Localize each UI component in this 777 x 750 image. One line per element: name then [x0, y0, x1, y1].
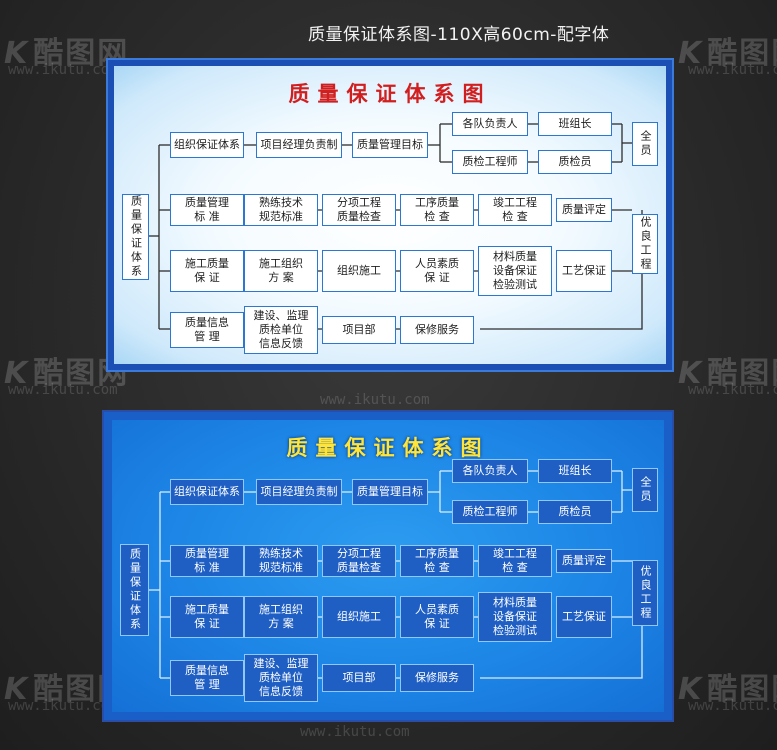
node-organize-construction: 组织施工 [322, 596, 396, 638]
node-excellent-project: 优良工程 [632, 214, 658, 274]
node-full-staff: 全员 [632, 122, 658, 166]
root-box: 质量保证体系 [120, 544, 149, 636]
node-quality-rating: 质量评定 [556, 549, 612, 573]
node-inspector: 质检员 [538, 500, 612, 524]
node-subitem-inspection: 分项工程 质量检查 [322, 545, 396, 577]
node-team-leads: 各队负责人 [452, 112, 528, 136]
board-panel: 质量保证体系图 [114, 66, 666, 364]
watermark-url: www.ikutu.com [688, 382, 777, 398]
node-inspector: 质检员 [538, 150, 612, 174]
node-project-dept: 项目部 [322, 316, 396, 344]
node-feedback: 建设、监理 质检单位 信息反馈 [244, 654, 318, 702]
node-personnel-guarantee: 人员素质 保 证 [400, 250, 474, 292]
root-box: 质量保证体系 [122, 194, 149, 280]
watermark-url: www.ikutu.com [320, 392, 430, 408]
node-group-leader: 班组长 [538, 112, 612, 136]
node-skill-standard: 熟练技术 规范标准 [244, 194, 318, 226]
node-material-testing: 材料质量 设备保证 检验测试 [478, 246, 552, 296]
node-skill-standard: 熟练技术 规范标准 [244, 545, 318, 577]
node-info-management: 质量信息 管 理 [170, 660, 244, 696]
node-team-leads: 各队负责人 [452, 459, 528, 483]
diagram-title: 质量保证体系图 [286, 436, 490, 460]
node-completion-inspection: 竣工工程 检 查 [478, 194, 552, 226]
node-subitem-inspection: 分项工程 质量检查 [322, 194, 396, 226]
node-qm-standard: 质量管理 标 准 [170, 545, 244, 577]
watermark-url: www.ikutu.com [688, 698, 777, 714]
node-process-guarantee: 工艺保证 [556, 596, 612, 638]
node-warranty-service: 保修服务 [400, 316, 474, 344]
node-project-dept: 项目部 [322, 664, 396, 692]
node-quality-target: 质量管理目标 [352, 479, 428, 505]
node-org-guarantee: 组织保证体系 [170, 479, 244, 505]
node-org-guarantee: 组织保证体系 [170, 132, 244, 158]
page-header: 质量保证体系图-110X高60cm-配字体 [308, 25, 610, 45]
node-full-staff: 全员 [632, 468, 658, 512]
node-organize-construction: 组织施工 [322, 250, 396, 292]
node-construction-guarantee: 施工质量 保 证 [170, 250, 244, 292]
node-quality-target: 质量管理目标 [352, 132, 428, 158]
node-process-inspection: 工序质量 检 查 [400, 194, 474, 226]
node-construction-guarantee: 施工质量 保 证 [170, 596, 244, 638]
node-feedback: 建设、监理 质检单位 信息反馈 [244, 306, 318, 354]
node-excellent-project: 优良工程 [632, 560, 658, 626]
watermark-url: www.ikutu.com [8, 382, 118, 398]
node-info-management: 质量信息 管 理 [170, 312, 244, 348]
node-quality-rating: 质量评定 [556, 198, 612, 222]
watermark-url: www.ikutu.com [8, 62, 118, 78]
watermark-url: www.ikutu.com [688, 62, 777, 78]
node-pm-responsibility: 项目经理负责制 [256, 479, 342, 505]
node-warranty-service: 保修服务 [400, 664, 474, 692]
watermark-url: www.ikutu.com [8, 698, 118, 714]
node-organization-plan: 施工组织 方 案 [244, 596, 318, 638]
watermark-url: www.ikutu.com [300, 724, 410, 740]
node-pm-responsibility: 项目经理负责制 [256, 132, 342, 158]
node-organization-plan: 施工组织 方 案 [244, 250, 318, 292]
node-process-guarantee: 工艺保证 [556, 250, 612, 292]
node-group-leader: 班组长 [538, 459, 612, 483]
diagram-title: 质量保证体系图 [288, 82, 492, 106]
node-qc-engineer: 质检工程师 [452, 500, 528, 524]
diagram-board-dark: 质量保证体系图 质量保 [102, 410, 674, 722]
node-personnel-guarantee: 人员素质 保 证 [400, 596, 474, 638]
diagram-board-light: 质量保证体系图 [106, 58, 674, 372]
board-panel: 质量保证体系图 质量保 [112, 420, 664, 712]
node-process-inspection: 工序质量 检 查 [400, 545, 474, 577]
node-completion-inspection: 竣工工程 检 查 [478, 545, 552, 577]
node-qm-standard: 质量管理 标 准 [170, 194, 244, 226]
node-qc-engineer: 质检工程师 [452, 150, 528, 174]
node-material-testing: 材料质量 设备保证 检验测试 [478, 592, 552, 642]
